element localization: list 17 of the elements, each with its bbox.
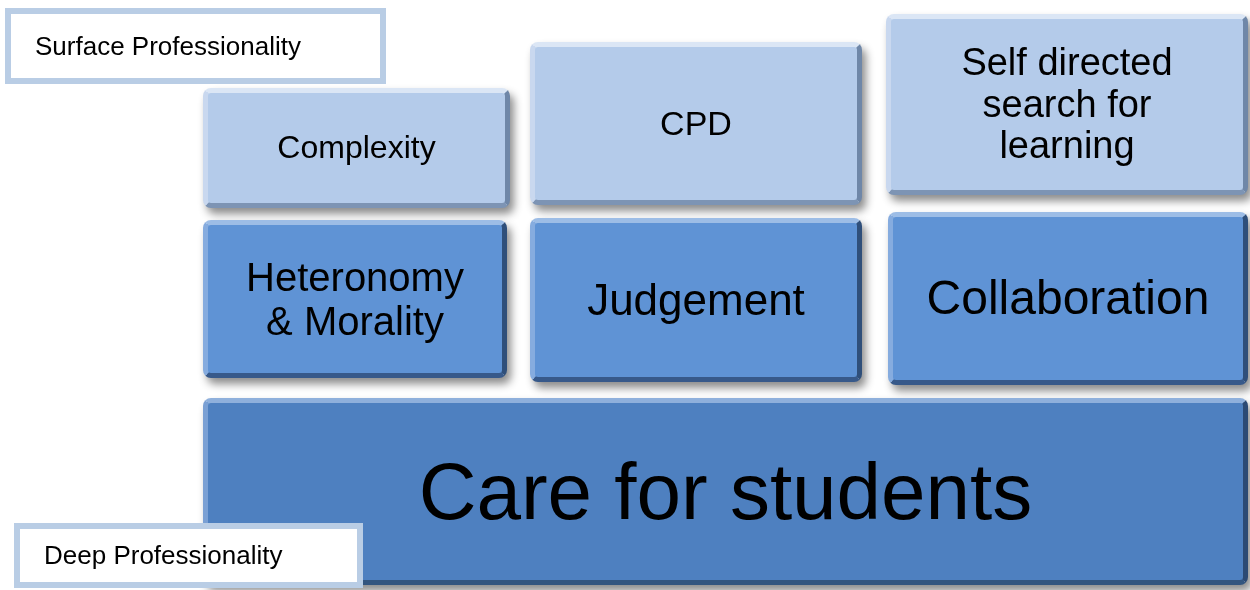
box-label: Surface Professionality [35, 29, 301, 63]
label-box [5, 8, 386, 84]
box-label: Complexity [276, 130, 437, 166]
box-label: CPD [659, 104, 733, 143]
bevel-box [530, 42, 862, 205]
box-label: Self directed search for learning [960, 41, 1174, 168]
box-label: Judgement [586, 275, 806, 325]
label-box [14, 523, 363, 588]
box-label: Care for students [417, 447, 1034, 536]
bevel-box [203, 220, 507, 378]
bevel-box [530, 218, 862, 382]
box-label: Heteronomy & Morality [245, 255, 465, 343]
bevel-box [888, 212, 1248, 385]
bevel-box [886, 14, 1248, 195]
box-label: Collaboration [925, 272, 1211, 325]
box-label: Deep Professionality [44, 539, 283, 572]
bevel-box [203, 88, 510, 208]
